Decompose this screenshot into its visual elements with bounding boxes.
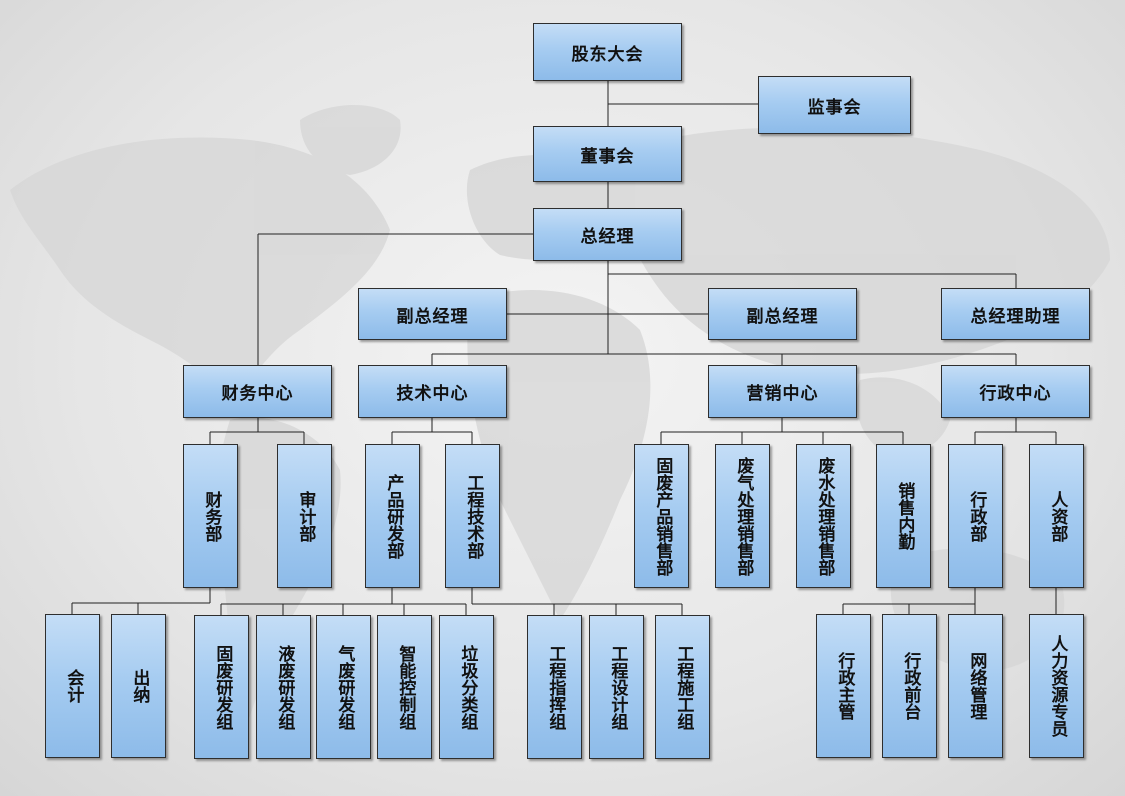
north-america-shape: [10, 137, 390, 410]
cashier-team-box: 出纳: [111, 614, 166, 758]
audit-dept-box: 审计部: [277, 444, 332, 588]
smart-control-team-label: 智能控制组: [395, 644, 416, 730]
solid-waste-rnd-team-label: 固废研发组: [212, 644, 233, 730]
waste-water-sales-dept-box: 废水处理销售部: [796, 444, 851, 588]
product-rnd-dept-box: 产品研发部: [365, 444, 420, 588]
hr-specialist-team-box: 人力资源专员: [1029, 614, 1084, 758]
smart-control-team-box: 智能控制组: [377, 615, 432, 759]
technology-center-box: 技术中心: [358, 365, 507, 418]
shareholders-meeting-box: 股东大会: [533, 23, 682, 81]
network-management-team-box: 网络管理: [948, 614, 1003, 758]
admin-supervisor-team-box: 行政主管: [816, 614, 871, 758]
engineering-command-team-label: 工程指挥组: [545, 644, 566, 730]
general-manager-box: 总经理: [533, 208, 682, 261]
admin-supervisor-team-label: 行政主管: [834, 652, 855, 720]
finance-center-label: 财务中心: [221, 384, 294, 404]
liquid-waste-rnd-team-box: 液废研发组: [256, 615, 311, 759]
deputy-gm-right-box: 副总经理: [708, 288, 857, 340]
engineering-tech-dept-label: 工程技术部: [463, 473, 484, 559]
hr-dept-label: 人资部: [1047, 490, 1068, 542]
engineering-construction-team-box: 工程施工组: [655, 615, 710, 759]
solid-waste-sales-dept-label: 固废产品销售部: [652, 456, 673, 576]
hr-dept-box: 人资部: [1029, 444, 1084, 588]
accounting-team-label: 会计: [63, 669, 84, 703]
technology-center-label: 技术中心: [396, 384, 469, 404]
gas-waste-rnd-team-label: 气废研发组: [334, 644, 355, 730]
garbage-sorting-team-label: 垃圾分类组: [457, 644, 478, 730]
engineering-design-team-label: 工程设计组: [607, 644, 628, 730]
general-manager-label: 总经理: [580, 227, 635, 247]
africa-shape: [467, 290, 651, 620]
network-management-team-label: 网络管理: [966, 652, 987, 720]
engineering-construction-team-label: 工程施工组: [673, 644, 694, 730]
admin-dept-box: 行政部: [948, 444, 1003, 588]
greenland-shape: [300, 105, 401, 175]
board-of-directors-box: 董事会: [533, 126, 682, 182]
gm-assistant-label: 总经理助理: [970, 306, 1061, 327]
admin-front-desk-team-box: 行政前台: [882, 614, 937, 758]
marketing-center-label: 营销中心: [746, 384, 819, 404]
engineering-tech-dept-box: 工程技术部: [445, 444, 500, 588]
garbage-sorting-team-box: 垃圾分类组: [439, 615, 494, 759]
shareholders-meeting-label: 股东大会: [571, 44, 644, 65]
administration-center-box: 行政中心: [941, 365, 1090, 418]
marketing-center-box: 营销中心: [708, 365, 857, 418]
finance-dept-label: 财务部: [201, 490, 222, 542]
admin-dept-label: 行政部: [966, 490, 987, 542]
waste-gas-sales-dept-label: 废气处理销售部: [733, 456, 754, 576]
engineering-command-team-box: 工程指挥组: [527, 615, 582, 759]
hr-specialist-team-label: 人力资源专员: [1047, 635, 1068, 737]
supervisory-board-label: 监事会: [807, 97, 862, 118]
waste-water-sales-dept-label: 废水处理销售部: [814, 456, 835, 576]
southeast-asia-shape: [856, 377, 950, 454]
engineering-design-team-box: 工程设计组: [589, 615, 644, 759]
finance-center-box: 财务中心: [183, 365, 332, 418]
administration-center-label: 行政中心: [979, 384, 1052, 404]
sales-internal-box: 销售内勤: [876, 444, 931, 588]
product-rnd-dept-label: 产品研发部: [383, 473, 404, 559]
gm-assistant-box: 总经理助理: [941, 288, 1090, 340]
board-of-directors-label: 董事会: [580, 146, 635, 167]
gas-waste-rnd-team-box: 气废研发组: [316, 615, 371, 759]
supervisory-board-box: 监事会: [758, 76, 911, 134]
liquid-waste-rnd-team-label: 液废研发组: [274, 644, 295, 730]
sales-internal-label: 销售内勤: [894, 482, 915, 550]
cashier-team-label: 出纳: [129, 669, 150, 703]
deputy-gm-left-box: 副总经理: [358, 288, 507, 340]
solid-waste-sales-dept-box: 固废产品销售部: [634, 444, 689, 588]
solid-waste-rnd-team-box: 固废研发组: [194, 615, 249, 759]
audit-dept-label: 审计部: [295, 490, 316, 542]
accounting-team-box: 会计: [45, 614, 100, 758]
finance-dept-box: 财务部: [183, 444, 238, 588]
waste-gas-sales-dept-box: 废气处理销售部: [715, 444, 770, 588]
deputy-gm-right-label: 副总经理: [746, 306, 819, 327]
admin-front-desk-team-label: 行政前台: [900, 652, 921, 720]
deputy-gm-left-label: 副总经理: [396, 306, 469, 327]
